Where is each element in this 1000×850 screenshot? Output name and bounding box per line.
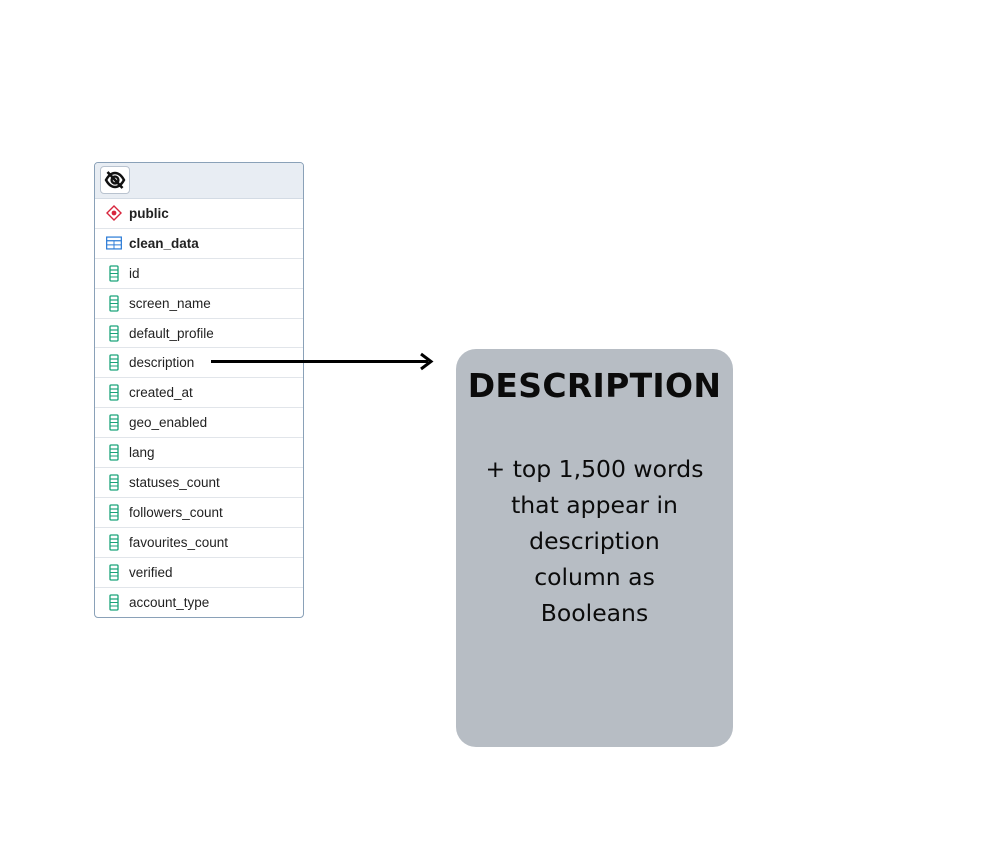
callout-line: description xyxy=(529,527,660,555)
table-icon xyxy=(106,235,122,251)
column-label: created_at xyxy=(129,385,193,401)
tree-node-column[interactable]: screen_name xyxy=(95,289,303,319)
schema-label: public xyxy=(129,205,169,221)
tree-node-table[interactable]: clean_data xyxy=(95,229,303,259)
tree-node-column[interactable]: description xyxy=(95,348,303,379)
column-icon xyxy=(106,504,122,521)
column-label: screen_name xyxy=(129,295,211,311)
column-icon xyxy=(106,444,122,461)
column-label: description xyxy=(129,355,195,371)
column-label: geo_enabled xyxy=(129,415,208,431)
callout-line: Booleans xyxy=(540,599,649,627)
schema-tree-panel: public clean_data id screen_name default_p… xyxy=(94,162,304,619)
column-icon xyxy=(106,594,122,611)
column-icon xyxy=(106,414,122,431)
column-icon xyxy=(106,294,122,312)
callout-line: + top 1,500 words xyxy=(485,455,704,483)
table-label: clean_data xyxy=(129,235,199,251)
column-icon xyxy=(106,384,122,401)
column-icon xyxy=(106,474,122,491)
tree-node-column[interactable]: favourites_count xyxy=(95,528,303,558)
column-label: id xyxy=(129,265,140,281)
column-label: lang xyxy=(129,445,155,461)
column-icon xyxy=(106,265,122,282)
column-label: verified xyxy=(129,564,173,580)
tree-node-column[interactable]: lang xyxy=(95,438,303,469)
tree-node-column[interactable]: geo_enabled xyxy=(95,408,303,439)
column-label: favourites_count xyxy=(129,534,229,550)
tree-node-column[interactable]: followers_count xyxy=(95,498,303,528)
column-icon xyxy=(106,563,122,581)
eye-slash-icon xyxy=(104,171,126,189)
column-icon xyxy=(106,534,122,551)
tree-node-column[interactable]: default_profile xyxy=(95,319,303,349)
callout-title: DESCRIPTION xyxy=(467,366,722,405)
column-label: account_type xyxy=(129,595,210,611)
description-callout: DESCRIPTION + top 1,500 words that appea… xyxy=(456,349,733,747)
tree-toolbar xyxy=(95,163,303,199)
schema-icon xyxy=(106,205,122,222)
column-label: followers_count xyxy=(129,504,223,520)
tree-node-column[interactable]: statuses_count xyxy=(95,468,303,498)
column-label: default_profile xyxy=(129,325,214,341)
column-icon xyxy=(106,324,122,342)
column-icon xyxy=(106,354,122,372)
tree-node-column[interactable]: verified xyxy=(95,558,303,588)
tree-node-column[interactable]: created_at xyxy=(95,378,303,409)
tree-node-schema[interactable]: public xyxy=(95,199,303,229)
callout-line: that appear in xyxy=(511,491,678,519)
tree-node-column[interactable]: account_type xyxy=(95,588,303,618)
callout-line: column as xyxy=(534,563,655,591)
toggle-visibility-button[interactable] xyxy=(100,166,130,194)
tree-node-column[interactable]: id xyxy=(95,259,303,289)
callout-body: + top 1,500 words that appear in descrip… xyxy=(470,451,720,631)
column-label: statuses_count xyxy=(129,474,220,490)
